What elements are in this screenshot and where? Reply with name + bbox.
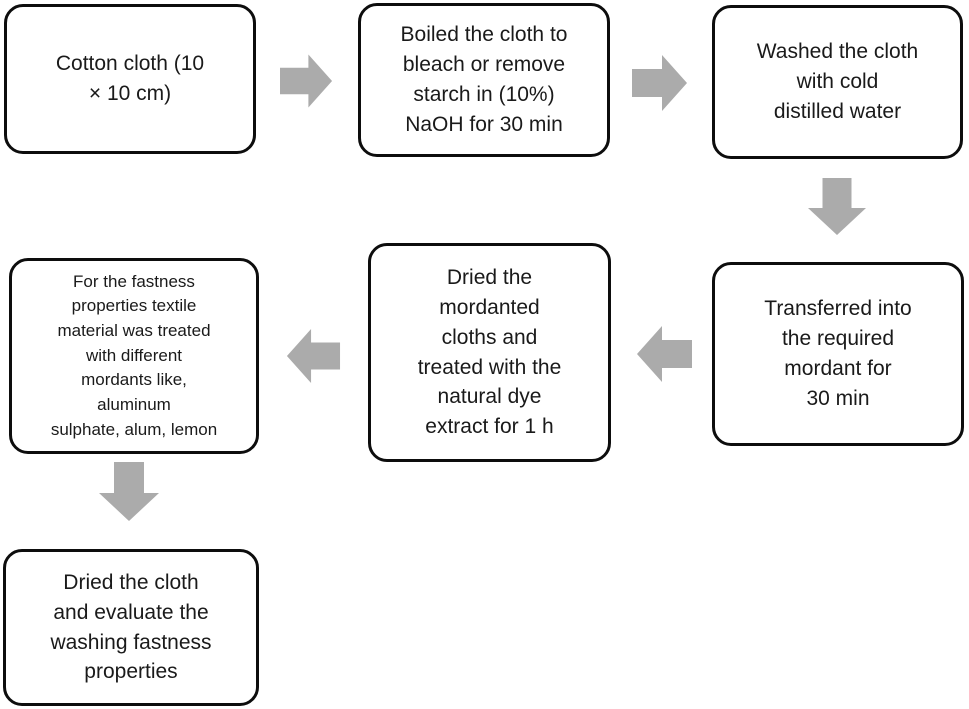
step-text: Dried the mordanted cloths and treated w… (417, 266, 562, 439)
step-box-wash-cold-water: Washed the cloth with cold distilled wat… (712, 5, 963, 159)
flow-arrow-down-icon (808, 178, 866, 236)
step-box-boil-bleach: Boiled the cloth to bleach or remove sta… (358, 3, 610, 157)
step-box-dry-and-dye: Dried the mordanted cloths and treated w… (368, 243, 611, 462)
flow-arrow-right-icon (632, 55, 687, 111)
step-box-fastness-mordants: For the fastness properties textile mate… (9, 258, 259, 454)
step-box-cotton-cloth: Cotton cloth (10 × 10 cm) (4, 4, 256, 154)
step-text: Dried the cloth and evaluate the washing… (50, 570, 212, 684)
flow-arrow-right-icon (280, 54, 333, 108)
step-text: Cotton cloth (10 × 10 cm) (55, 52, 205, 105)
step-text: Boiled the cloth to bleach or remove sta… (400, 23, 568, 136)
flow-arrow-down-icon (99, 462, 159, 521)
step-box-mordant-transfer: Transferred into the required mordant fo… (712, 262, 964, 446)
flow-arrow-left-icon (286, 328, 341, 384)
step-text: Transferred into the required mordant fo… (764, 297, 912, 410)
step-box-evaluate-fastness: Dried the cloth and evaluate the washing… (3, 549, 259, 706)
step-text: Washed the cloth with cold distilled wat… (756, 40, 919, 123)
flow-arrow-left-icon (637, 326, 692, 382)
step-text: For the fastness properties textile mate… (50, 271, 218, 439)
